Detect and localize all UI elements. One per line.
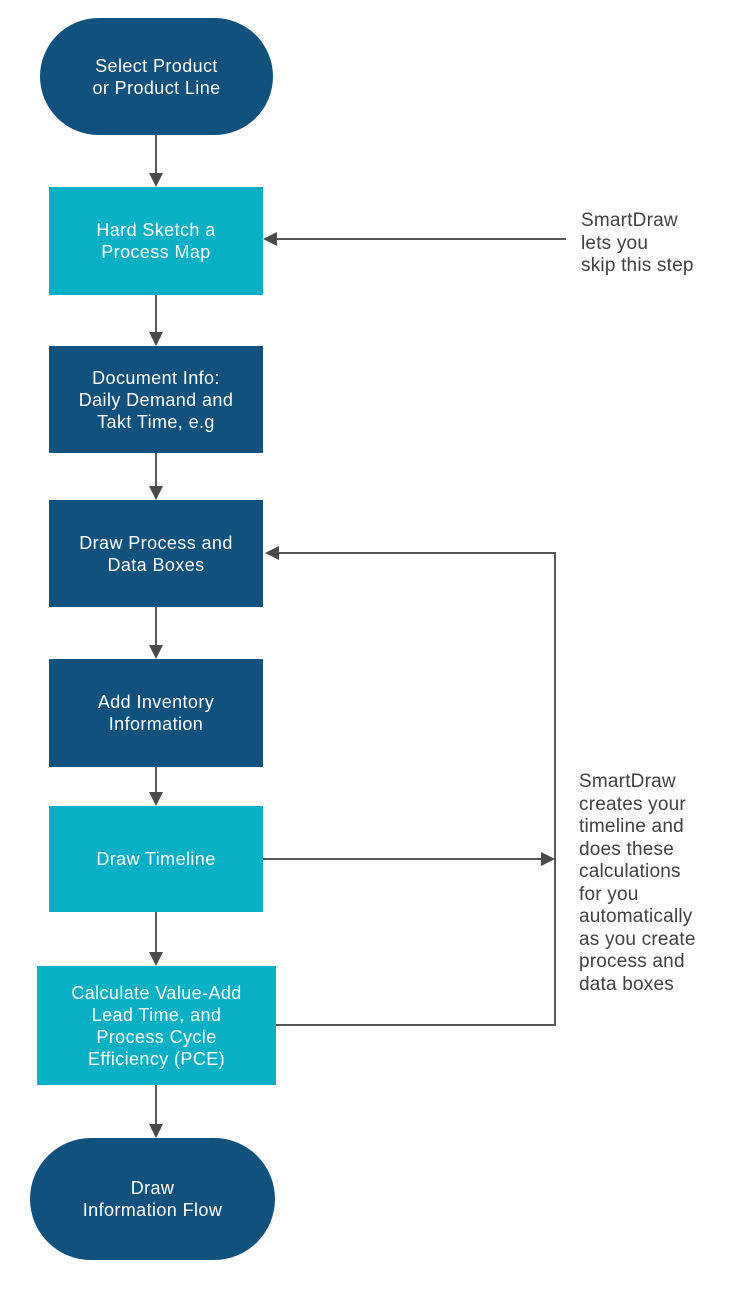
arrow-down-icon: [149, 1124, 163, 1138]
annotation-auto-calculations: SmartDraw creates your timeline and does…: [579, 771, 696, 995]
arrow-left-icon: [265, 546, 279, 560]
node-draw-information-flow: Draw Information Flow: [30, 1138, 275, 1260]
node-draw-timeline-label: Draw Timeline: [96, 849, 216, 869]
arrow-down-icon: [149, 486, 163, 500]
arrow-calculate-to-infoflow-line: [155, 1085, 157, 1126]
arrow-left-icon: [263, 232, 277, 246]
arrow-document-to-process-line: [155, 453, 157, 488]
loop-to-draw-process-line: [279, 552, 556, 554]
node-draw-process-data-boxes: Draw Process and Data Boxes: [49, 500, 263, 607]
arrow-down-icon: [149, 645, 163, 659]
node-select-product: Select Product or Product Line: [40, 18, 273, 135]
node-calculate-pce-label: Calculate Value-Add Lead Time, and Proce…: [71, 982, 242, 1069]
arrow-right-icon: [541, 852, 555, 866]
calculate-to-loop-line: [276, 1024, 556, 1026]
node-hand-sketch-process-map: Hard Sketch a Process Map: [49, 187, 263, 295]
node-draw-information-flow-label: Draw Information Flow: [82, 1178, 223, 1220]
skip-note-connector-line: [277, 238, 566, 240]
node-document-info: Document Info: Daily Demand and Takt Tim…: [49, 346, 263, 453]
timeline-to-loop-line: [263, 858, 541, 860]
annotation-skip-step: SmartDraw lets you skip this step: [581, 210, 694, 276]
node-draw-timeline: Draw Timeline: [49, 806, 263, 912]
arrow-inventory-to-timeline-line: [155, 767, 157, 794]
node-add-inventory-label: Add Inventory Information: [97, 692, 215, 734]
node-calculate-pce: Calculate Value-Add Lead Time, and Proce…: [37, 966, 276, 1085]
node-select-product-label: Select Product or Product Line: [92, 55, 221, 98]
node-add-inventory-information: Add Inventory Information: [49, 659, 263, 767]
arrow-down-icon: [149, 792, 163, 806]
arrow-sketch-to-document-line: [155, 295, 157, 334]
node-hand-sketch-label: Hard Sketch a Process Map: [96, 220, 216, 262]
arrow-down-icon: [149, 952, 163, 966]
arrow-down-icon: [149, 173, 163, 187]
arrow-select-to-sketch-line: [155, 135, 157, 175]
arrow-timeline-to-calculate-line: [155, 912, 157, 954]
node-document-info-label: Document Info: Daily Demand and Takt Tim…: [78, 367, 234, 432]
arrow-down-icon: [149, 332, 163, 346]
arrow-process-to-inventory-line: [155, 607, 157, 647]
node-draw-process-label: Draw Process and Data Boxes: [79, 532, 233, 575]
loop-vertical-line: [554, 552, 556, 1026]
